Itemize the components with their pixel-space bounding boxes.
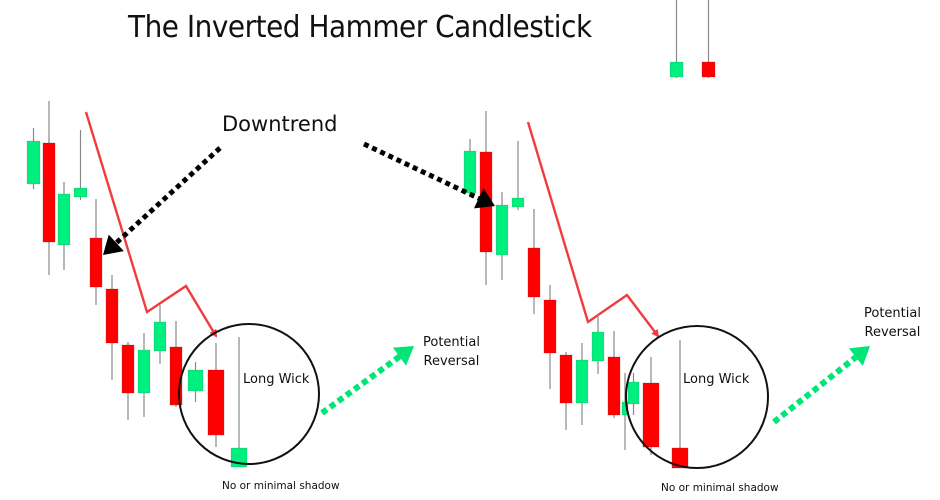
candle-body — [207, 369, 225, 436]
candle-body — [607, 356, 621, 416]
candle-body — [511, 197, 525, 208]
bullish-candle — [137, 333, 151, 417]
bearish-candle — [701, 0, 716, 78]
reversal-line-1: Potential — [423, 335, 480, 350]
legend-candles — [669, 0, 716, 78]
candle-body — [105, 288, 119, 344]
candle-body — [627, 381, 640, 405]
bullish-candle — [26, 128, 41, 189]
reversal-line-2: Reversal — [423, 354, 480, 369]
bullish-candle — [187, 362, 204, 402]
bullish-candle — [621, 373, 629, 450]
long-wick-label-right: Long Wick — [683, 372, 750, 387]
candle-body — [559, 354, 573, 404]
reversal-line-2: Reversal — [864, 325, 921, 340]
bearish-candle — [543, 285, 557, 389]
highlight-circle — [625, 325, 769, 469]
candle-body — [671, 447, 689, 469]
downtrend-arrowhead-icon — [103, 234, 124, 255]
bullish-candle — [575, 343, 589, 425]
no-shadow-label-left: No or minimal shadow — [222, 480, 340, 492]
bearish-candle — [121, 342, 135, 420]
reversal-arrowhead-icon — [848, 346, 870, 366]
bullish-candle — [73, 130, 88, 200]
inverted-hammer-candle — [230, 337, 248, 468]
highlight-circle — [178, 323, 320, 465]
candle-body — [495, 204, 509, 256]
downtrend-arrow-line — [362, 141, 484, 203]
chart-bearish-inverted-hammer — [362, 111, 870, 469]
candle-body — [701, 61, 716, 78]
candle-body — [137, 349, 151, 394]
bullish-candle — [463, 139, 477, 195]
candles — [463, 111, 689, 469]
candle-body — [669, 61, 684, 78]
reversal-line-1: Potential — [864, 306, 921, 321]
bearish-candle — [207, 343, 225, 447]
bearish-candle — [642, 357, 660, 455]
candle-body — [543, 299, 557, 354]
inverted-hammer-candle — [671, 340, 689, 469]
trend-line — [84, 111, 218, 338]
bearish-candle — [105, 275, 119, 380]
candle-body — [527, 247, 541, 298]
reversal-arrowhead-icon — [392, 346, 414, 366]
bearish-candle — [559, 352, 573, 430]
no-shadow-label-right: No or minimal shadow — [661, 482, 779, 494]
candle-body — [621, 401, 629, 416]
reversal-arrow-line — [772, 352, 861, 425]
reversal-arrow-line — [320, 351, 405, 416]
candles — [26, 101, 248, 468]
candle-body — [73, 187, 88, 198]
candle-body — [169, 346, 183, 406]
candle-body — [591, 331, 605, 362]
potential-reversal-label-right: Potential Reversal — [864, 304, 921, 342]
candle-body — [121, 344, 135, 394]
trend-line — [526, 121, 660, 338]
bearish-candle — [527, 209, 541, 314]
bullish-candle — [495, 192, 509, 280]
downtrend-label: Downtrend — [222, 112, 338, 136]
bullish-candle — [153, 305, 167, 364]
bullish-candle — [57, 182, 71, 270]
candle-body — [463, 150, 477, 194]
potential-reversal-label-left: Potential Reversal — [423, 333, 480, 371]
bearish-candle — [42, 101, 56, 275]
downtrend-arrowhead-icon — [473, 188, 495, 209]
bearish-candle — [607, 331, 621, 418]
candle-body — [642, 382, 660, 448]
candle-body — [153, 321, 167, 352]
bearish-candle — [169, 321, 183, 407]
candle-body — [89, 237, 103, 288]
bearish-candle — [89, 199, 103, 305]
candle-body — [57, 193, 71, 246]
candle-body — [575, 359, 589, 404]
bullish-candle — [627, 373, 640, 415]
bullish-candle — [511, 141, 525, 210]
bullish-candle — [591, 314, 605, 374]
bullish-candle — [669, 0, 684, 78]
diagram-title: The Inverted Hammer Candlestick — [128, 10, 592, 45]
candle-body — [26, 140, 41, 185]
candle-body — [187, 369, 204, 392]
chart-bullish-inverted-hammer — [26, 101, 414, 468]
long-wick-label-left: Long Wick — [243, 372, 310, 387]
candle-body — [42, 142, 56, 243]
downtrend-arrow-line — [111, 146, 222, 248]
